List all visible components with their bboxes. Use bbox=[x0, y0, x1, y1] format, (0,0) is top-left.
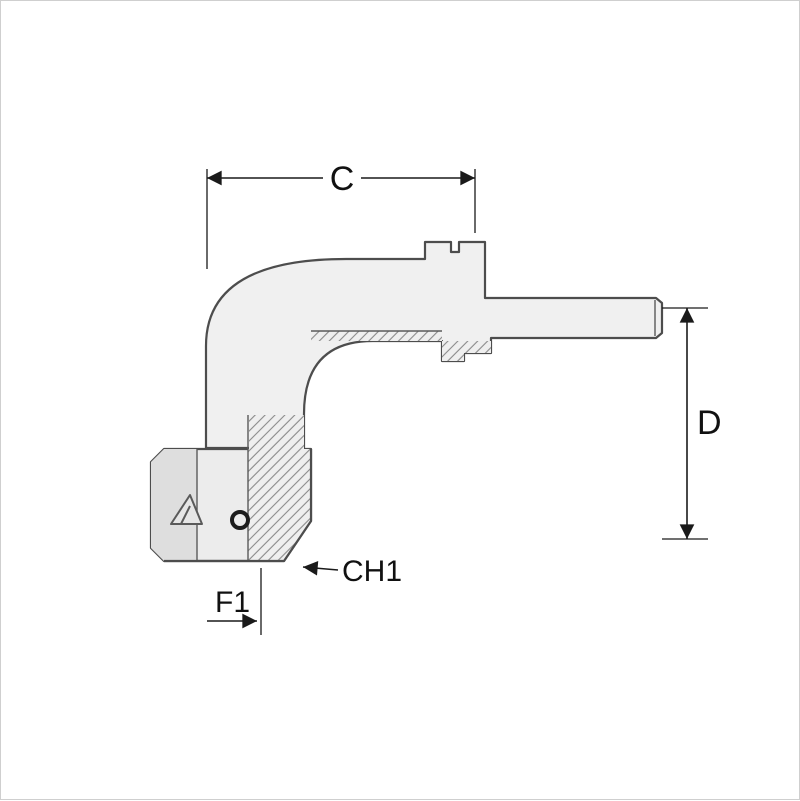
dimension-d: D bbox=[662, 307, 722, 540]
nut-facet-shade bbox=[151, 449, 197, 561]
section-hatch-seat bbox=[249, 415, 304, 449]
o-ring-icon bbox=[230, 510, 250, 530]
section-hatch-nut bbox=[248, 449, 311, 561]
dimension-ch1-label: CH1 bbox=[342, 555, 402, 588]
dimension-f1-label: F1 bbox=[215, 586, 250, 619]
dimension-c: C bbox=[206, 160, 476, 269]
dimension-ch1: CH1 bbox=[302, 555, 402, 588]
manufacturer-logo-icon bbox=[170, 494, 203, 525]
section-hatch-collar-tabs bbox=[442, 341, 491, 361]
nut-right-outline bbox=[164, 449, 313, 563]
dimension-ch1-leader bbox=[302, 560, 339, 576]
section-hatch-lower-wall bbox=[311, 331, 442, 341]
dimension-f1: F1 bbox=[207, 568, 262, 635]
dimension-d-label: D bbox=[697, 404, 722, 442]
dimension-c-label: C bbox=[330, 160, 355, 198]
elbow-body bbox=[204, 240, 664, 450]
